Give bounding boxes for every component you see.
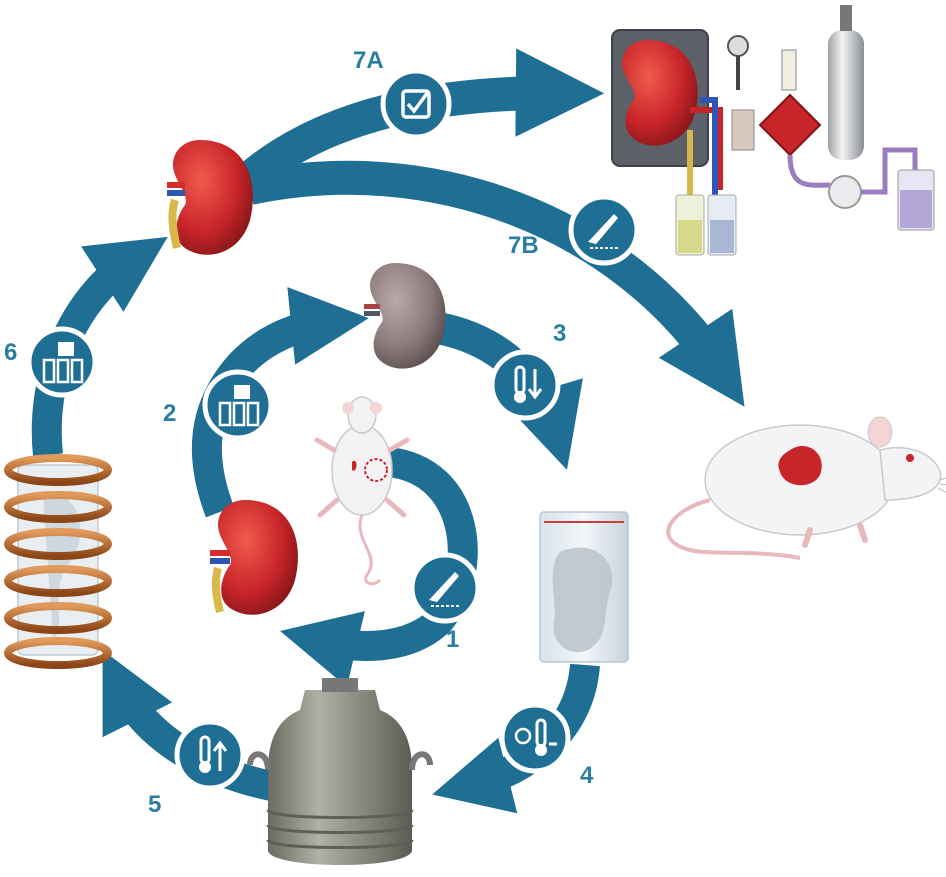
badge-step-4: [499, 702, 571, 774]
perfusion-rig: [611, 5, 935, 256]
badge-step-2: [202, 369, 274, 441]
liquid-nitrogen-dewar: [247, 678, 433, 865]
badge-step-3: [489, 349, 561, 421]
step-label-3: 3: [553, 320, 566, 347]
kidney-grey: [364, 263, 446, 369]
kidney-top: [167, 140, 253, 255]
arrow-step-2: [191, 287, 369, 518]
kidney-fresh: [210, 500, 298, 615]
rewarming-coil: [4, 454, 112, 669]
badge-step-5: [174, 719, 246, 791]
step-label-2: 2: [163, 400, 176, 427]
thermometer-up-icon: [199, 735, 228, 773]
badge-step-6: [26, 326, 98, 398]
step-labels: 7A 7B 3 2 6 1 4 5: [4, 47, 594, 818]
scalpel-icon: [588, 214, 620, 249]
badge-step-7b: [568, 194, 640, 266]
storage-bag: [539, 511, 629, 663]
step-label-4: 4: [580, 762, 594, 789]
thermometer-gauge-icon: [514, 718, 557, 756]
arrow-step-7b: [246, 160, 745, 407]
perfusion-machine-icon: [218, 385, 260, 427]
step-label-7b: 7B: [508, 232, 539, 259]
step-label-1: 1: [446, 626, 459, 653]
badge-step-1: [409, 552, 481, 624]
step-label-6: 6: [4, 339, 17, 366]
recipient-rat: [666, 416, 946, 560]
step-badges: [26, 68, 640, 791]
step-label-5: 5: [148, 791, 161, 818]
donor-rat: [314, 396, 410, 586]
scalpel-icon: [429, 572, 461, 607]
badge-step-7a: [380, 68, 452, 140]
thermometer-down-icon: [514, 365, 543, 403]
checkbox-icon: [401, 89, 431, 119]
step-label-7a: 7A: [353, 47, 384, 74]
perfusion-machine-icon: [42, 342, 84, 384]
